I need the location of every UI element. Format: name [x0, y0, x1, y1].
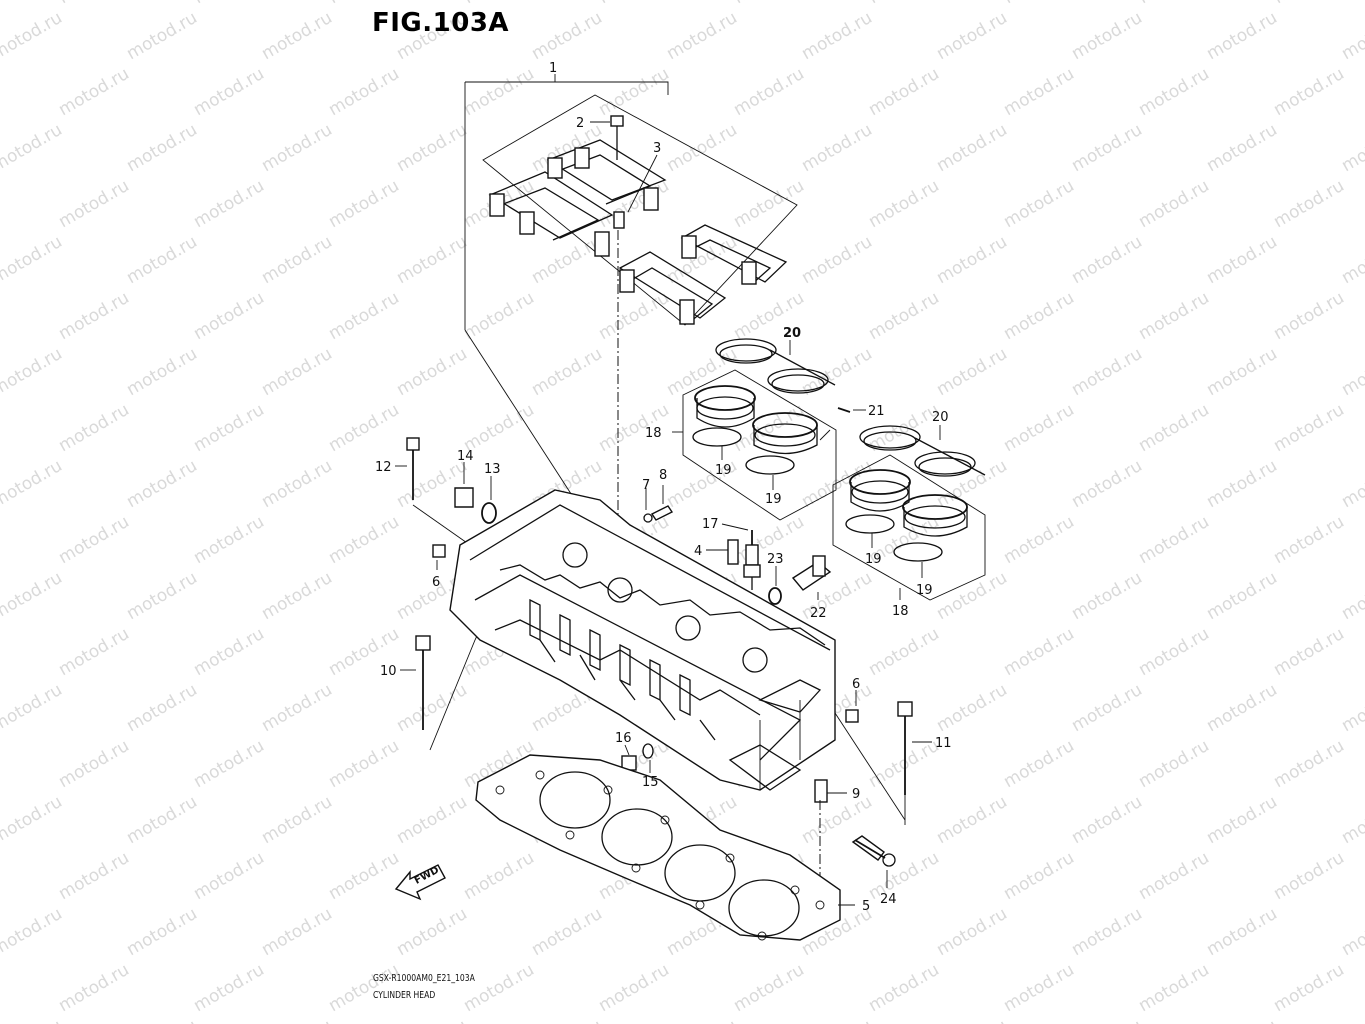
cylinder-head-body — [449, 489, 836, 791]
callout-7: 7 — [642, 478, 650, 493]
callout-10: 10 — [380, 664, 397, 679]
callout-20-lower: 20 — [932, 410, 949, 425]
callout-5: 5 — [862, 899, 870, 914]
callout-24: 24 — [880, 892, 897, 907]
callout-22: 22 — [810, 606, 827, 621]
camshaft-holder-group — [464, 74, 798, 530]
intake-pipe-group-left — [672, 338, 866, 521]
callout-9: 9 — [852, 787, 860, 802]
callout-19-a: 19 — [715, 463, 732, 478]
callout-15: 15 — [642, 775, 659, 790]
callout-23: 23 — [767, 552, 784, 567]
figure-name: CYLINDER HEAD — [373, 990, 436, 1001]
small-parts — [395, 437, 932, 890]
figure-footer: GSX-R1000AM0_E21_103A CYLINDER HEAD — [373, 970, 475, 1004]
callout-4: 4 — [694, 544, 702, 559]
callout-12: 12 — [375, 460, 392, 475]
callout-1: 1 — [549, 61, 557, 76]
callout-6-right: 6 — [852, 677, 860, 692]
callout-labels: 1 2 3 4 5 6 6 7 8 9 10 11 12 13 14 15 16… — [375, 61, 952, 914]
callout-19-c: 19 — [865, 552, 882, 567]
figure-title: FIG.103A — [372, 8, 510, 38]
callout-19-b: 19 — [765, 492, 782, 507]
callout-16: 16 — [615, 731, 632, 746]
callout-13: 13 — [484, 462, 501, 477]
figure-code: GSX-R1000AM0_E21_103A — [373, 973, 475, 984]
intake-pipe-group-right — [832, 425, 986, 601]
callout-17: 17 — [702, 517, 719, 532]
callout-14: 14 — [457, 449, 474, 464]
callout-6-left: 6 — [432, 575, 440, 590]
head-gasket — [475, 754, 855, 941]
callout-19-d: 19 — [916, 583, 933, 598]
callout-2: 2 — [576, 116, 584, 131]
callout-21: 21 — [868, 404, 885, 419]
callout-8: 8 — [659, 468, 667, 483]
callout-18-upper: 18 — [645, 426, 662, 441]
fwd-arrow: FWD — [394, 864, 446, 901]
callout-18-lower: 18 — [892, 604, 909, 619]
callout-11: 11 — [935, 736, 952, 751]
callout-20-upper: 20 — [783, 326, 801, 341]
callout-3: 3 — [653, 141, 661, 156]
